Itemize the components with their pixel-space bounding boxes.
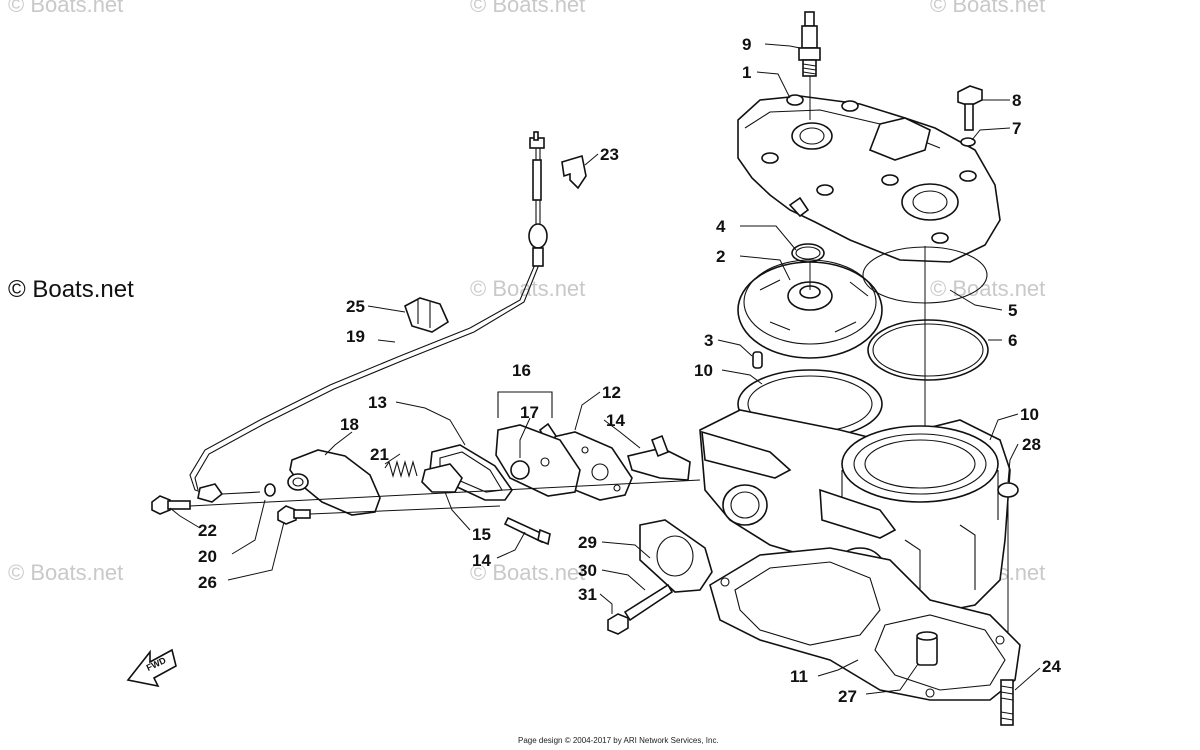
o-ring[interactable] <box>791 243 825 263</box>
callout-18: 17 <box>520 403 539 422</box>
callout-28: 27 <box>838 687 857 706</box>
callout-26: 25 <box>346 297 365 316</box>
combustion-chamber[interactable] <box>737 259 883 359</box>
callout-12: 12 <box>602 383 621 402</box>
watermark: © Boats.net <box>470 560 586 585</box>
exhaust-gasket[interactable] <box>639 519 713 593</box>
callout-3: 3 <box>704 331 713 350</box>
callout-16: 15 <box>472 525 491 544</box>
cylinder-head[interactable] <box>737 94 1001 263</box>
callout-numbers: 9 1 8 7 4 2 5 6 3 10 10 28 24 11 27 29 3… <box>198 35 1061 706</box>
watermark-main: © Boats.net <box>8 276 134 303</box>
callout-1: 1 <box>742 63 751 82</box>
head-gasket-lower[interactable] <box>867 319 989 381</box>
callout-5: 5 <box>1008 301 1017 320</box>
callout-14: 14 <box>472 551 491 570</box>
small-o-ring[interactable] <box>264 483 276 497</box>
callout-10-cylinder: 10 <box>1020 405 1039 424</box>
watermark: © Boats.net <box>930 276 1046 301</box>
cover-bolt[interactable] <box>277 505 311 525</box>
callout-25: 24 <box>1042 657 1061 676</box>
callout-21: 20 <box>198 547 217 566</box>
callout-8: 8 <box>1012 91 1021 110</box>
callout-6: 6 <box>1008 331 1017 350</box>
return-spring[interactable] <box>384 459 418 479</box>
head-bolt[interactable] <box>957 85 983 131</box>
watermark: © Boats.net <box>930 0 1046 17</box>
callout-9: 9 <box>742 35 751 54</box>
callout-bracket <box>497 391 553 418</box>
dowel-pin[interactable] <box>752 351 763 369</box>
watermark: © Boats.net <box>470 0 586 17</box>
valve-plate[interactable] <box>495 424 581 497</box>
cylinder-block[interactable] <box>699 409 1019 640</box>
watermark: © Boats.net <box>470 276 586 301</box>
cable-bolt[interactable] <box>151 495 191 515</box>
callout-7: 7 <box>1012 119 1021 138</box>
callout-15: 14 <box>606 411 625 430</box>
callout-13: 13 <box>368 393 387 412</box>
callout-2: 2 <box>716 247 725 266</box>
callout-32: 31 <box>578 585 597 604</box>
callout-22: 21 <box>370 445 389 464</box>
callout-11: 11 <box>790 667 808 686</box>
control-cable[interactable] <box>189 131 548 503</box>
callout-24: 23 <box>600 145 619 164</box>
exhaust-valve[interactable] <box>627 434 691 481</box>
watermark: © Boats.net <box>8 560 124 585</box>
base-gasket[interactable] <box>709 547 1021 701</box>
callout-19: 18 <box>340 415 359 434</box>
valve-cover[interactable] <box>287 449 381 516</box>
valve-bolt[interactable] <box>503 516 551 546</box>
spark-plug[interactable] <box>798 11 821 120</box>
callout-10-ring: 10 <box>694 361 713 380</box>
callout-23: 22 <box>198 521 217 540</box>
callout-17: 16 <box>512 361 531 380</box>
cable-clamp[interactable] <box>404 297 450 333</box>
cylinder-stud[interactable] <box>1000 679 1014 726</box>
leader-lines <box>169 43 1041 695</box>
callout-31: 30 <box>578 561 597 580</box>
callout-20: 19 <box>346 327 365 346</box>
cable-clip[interactable] <box>561 154 587 190</box>
callout-27: 26 <box>198 573 217 592</box>
callout-4: 4 <box>716 217 726 236</box>
dowel-sleeve[interactable] <box>916 631 938 666</box>
copyright-footer: Page design © 2004-2017 by ARI Network S… <box>518 736 719 745</box>
washer[interactable] <box>960 137 976 147</box>
forward-arrow-icon: FWD <box>126 648 177 688</box>
exhaust-bolt[interactable] <box>607 583 674 635</box>
watermark: © Boats.net <box>8 0 124 17</box>
callout-29: 28 <box>1022 435 1041 454</box>
callout-30: 29 <box>578 533 597 552</box>
